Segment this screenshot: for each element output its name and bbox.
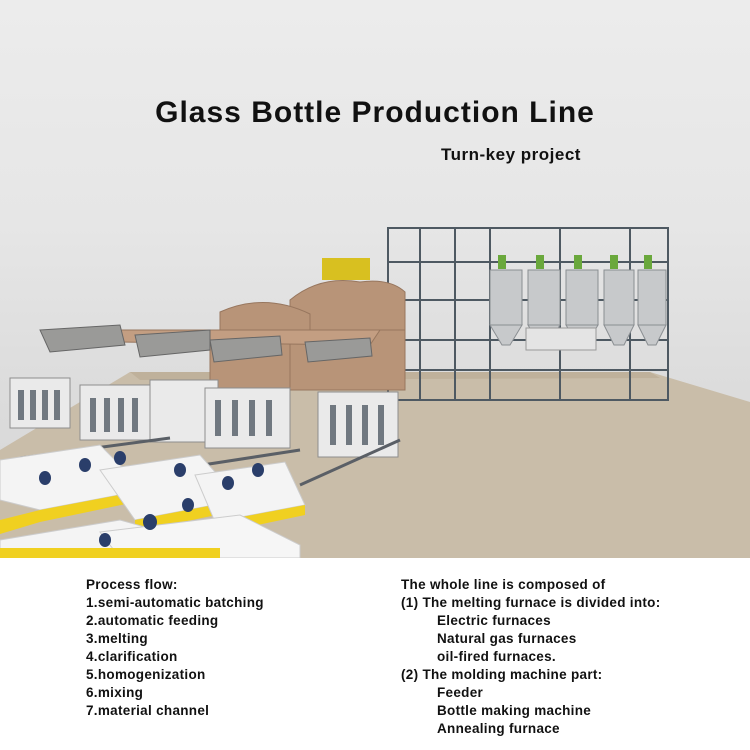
composition-list: The whole line is composed of (1) The me…	[401, 576, 661, 738]
silo-dust-collectors	[498, 255, 652, 269]
molding-item: Annealing furnace	[437, 721, 560, 736]
molding-item: Feeder	[437, 685, 484, 700]
mixer-unit	[525, 327, 597, 351]
furnace-type: oil-fired furnaces.	[437, 649, 556, 664]
process-step: 6.mixing	[86, 685, 144, 700]
process-step: 2.automatic feeding	[86, 613, 219, 628]
furnace-type: Electric furnaces	[437, 613, 551, 628]
process-step: 1.semi-automatic batching	[86, 595, 264, 610]
is-machines	[9, 377, 399, 458]
molding-part-heading: (2) The molding machine part:	[401, 667, 603, 682]
lehr-fan-motors	[39, 451, 264, 547]
process-flow-heading: Process flow:	[86, 577, 178, 592]
is-machine-sections	[18, 390, 384, 445]
production-line-render: Glass Bottle Production Line Turn-key pr…	[0, 0, 750, 558]
process-step: 4.clarification	[86, 649, 178, 664]
page-title: Glass Bottle Production Line	[155, 96, 595, 129]
furnace-type: Natural gas furnaces	[437, 631, 577, 646]
furnace-part-heading: (1) The melting furnace is divided into:	[401, 595, 661, 610]
process-step: 7.material channel	[86, 703, 210, 718]
molding-item: Bottle making machine	[437, 703, 592, 718]
process-flow-list: Process flow: 1.semi-automatic batching …	[86, 576, 264, 720]
annealing-lehrs	[0, 444, 306, 558]
process-step: 3.melting	[86, 631, 148, 646]
page-subtitle: Turn-key project	[441, 145, 581, 164]
factory-illustration	[0, 227, 750, 558]
composition-heading: The whole line is composed of	[401, 577, 606, 592]
description-panel: Process flow: 1.semi-automatic batching …	[0, 558, 750, 750]
forehearth-arms	[39, 324, 373, 363]
process-step: 5.homogenization	[86, 667, 206, 682]
batch-charger	[322, 258, 370, 280]
